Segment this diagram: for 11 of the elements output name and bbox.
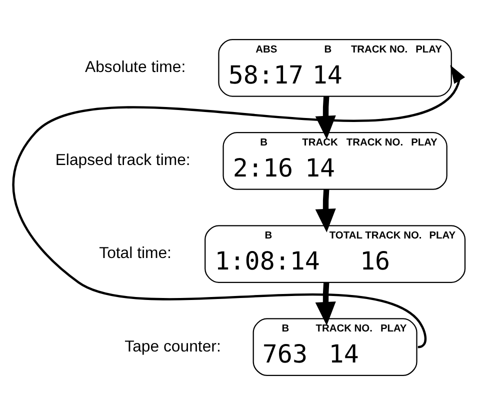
node-box: B TRACK TRACK NO. PLAY 2:16 14 <box>222 132 448 190</box>
node-label: Elapsed track time: <box>55 152 190 169</box>
node-box: B TRACK NO. PLAY 763 14 <box>252 318 418 376</box>
node-box: ABS B TRACK NO. PLAY 58:17 14 <box>218 38 452 96</box>
node-label: Tape counter: <box>124 338 221 355</box>
arrow <box>315 96 336 139</box>
node-box: B TOTAL TRACK NO. PLAY 1:08:14 16 <box>204 224 466 282</box>
node-label: Total time: <box>99 244 172 262</box>
arrow <box>315 188 336 232</box>
node-label: Absolute time: <box>85 58 186 76</box>
arrow <box>315 282 336 325</box>
